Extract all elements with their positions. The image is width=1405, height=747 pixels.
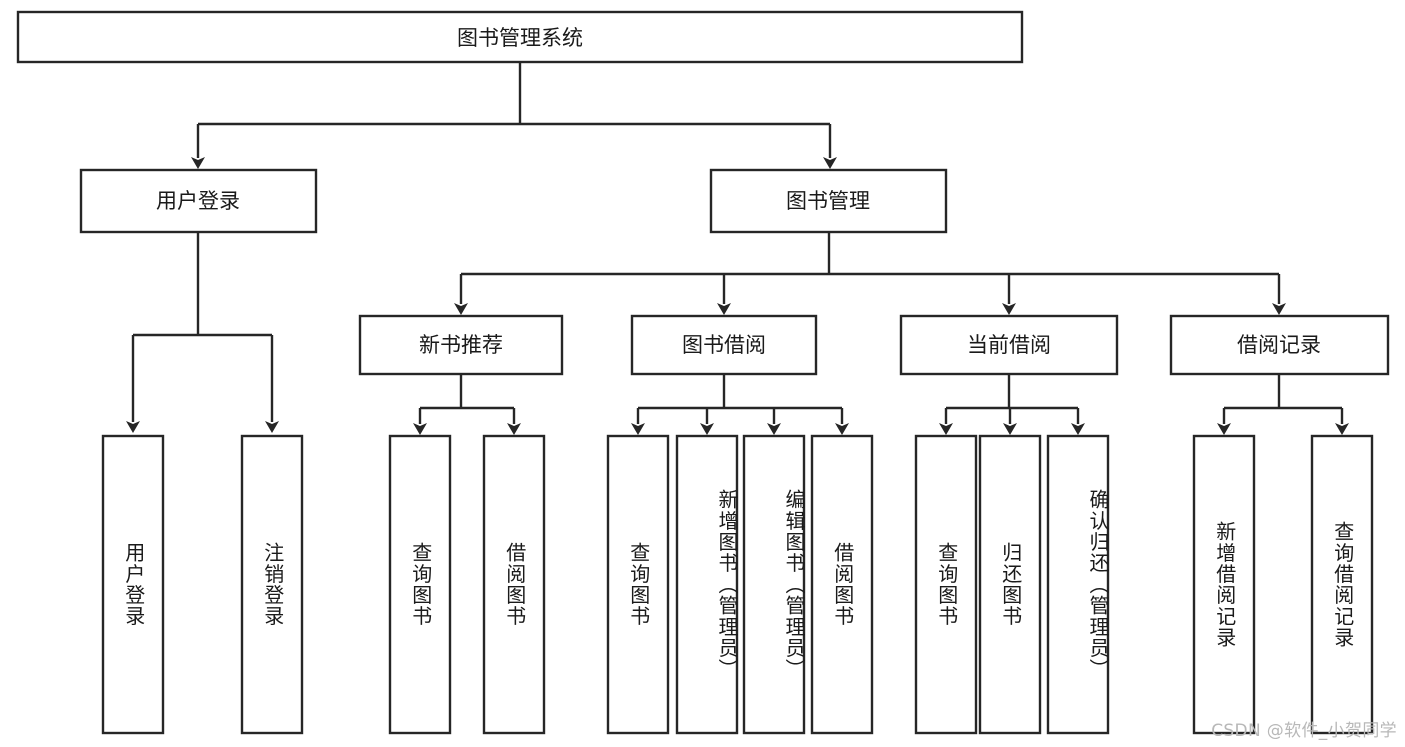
node-root[interactable]: 图书管理系统: [16, 10, 1024, 64]
node-user-login-label: 用户登录: [156, 189, 240, 213]
node-leaf-borrow-borrow-book[interactable]: [810, 434, 874, 735]
node-leaf-recommend-query-book[interactable]: [388, 434, 452, 735]
node-leaf-record-add[interactable]: [1192, 434, 1256, 735]
node-leaf-current-query-book[interactable]: [914, 434, 978, 735]
node-book-borrow-label: 图书借阅: [682, 333, 766, 357]
node-layer: 图书管理系统 用户登录 图书管理 新书推荐 图书借阅: [16, 10, 1390, 735]
node-new-book-recommend[interactable]: 新书推荐: [358, 314, 564, 376]
node-leaf-current-return-book[interactable]: [978, 434, 1042, 735]
node-book-management[interactable]: 图书管理: [709, 168, 948, 234]
node-leaf-recommend-borrow-book[interactable]: [482, 434, 546, 735]
node-leaf-logout[interactable]: [240, 434, 304, 735]
node-book-borrow[interactable]: 图书借阅: [630, 314, 818, 376]
node-leaf-current-confirm-return[interactable]: [1046, 434, 1110, 735]
node-user-login[interactable]: 用户登录: [79, 168, 318, 234]
node-root-label: 图书管理系统: [457, 26, 583, 50]
node-book-management-label: 图书管理: [786, 189, 870, 213]
connector-layer: [126, 62, 1349, 435]
node-borrow-record-label: 借阅记录: [1237, 333, 1321, 357]
node-new-book-recommend-label: 新书推荐: [419, 333, 503, 357]
node-borrow-record[interactable]: 借阅记录: [1169, 314, 1390, 376]
node-current-borrow[interactable]: 当前借阅: [899, 314, 1119, 376]
node-leaf-borrow-add-book[interactable]: [675, 434, 739, 735]
node-leaf-record-query[interactable]: [1310, 434, 1374, 735]
node-current-borrow-label: 当前借阅: [967, 333, 1051, 357]
node-leaf-borrow-query-book[interactable]: [606, 434, 670, 735]
node-leaf-borrow-edit-book[interactable]: [742, 434, 806, 735]
node-leaf-user-login[interactable]: [101, 434, 165, 735]
csdn-watermark: CSDN @软件_小贺同学: [1211, 721, 1397, 741]
